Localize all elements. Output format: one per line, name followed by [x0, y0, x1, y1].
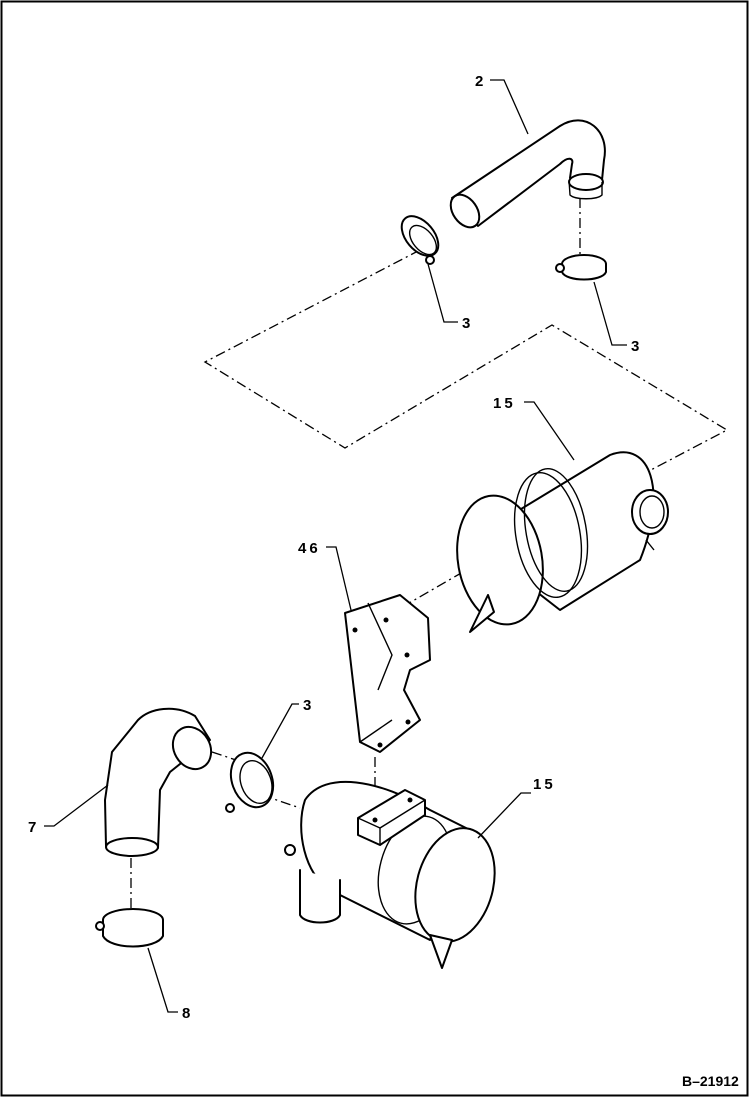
- callout-46: 46: [298, 540, 321, 557]
- hose-clamp-top-right: [555, 254, 607, 281]
- callout-8: 8: [182, 1005, 193, 1022]
- callout-7: 7: [28, 819, 39, 836]
- hose-clamp-bottom: [95, 908, 164, 948]
- air-cleaner-lower: [284, 780, 496, 969]
- assembly-lines: [130, 198, 729, 918]
- callout-3-top-left: 3: [462, 315, 473, 332]
- hose-clamp-top-left: [400, 215, 440, 265]
- intake-tube-upper: [449, 119, 606, 229]
- leader-lines: [44, 79, 627, 1013]
- mounting-bracket: [344, 594, 431, 753]
- air-cleaner-upper: [456, 451, 669, 633]
- callout-15-lower: 15: [533, 776, 556, 793]
- callout-2: 2: [475, 73, 486, 90]
- callout-15-upper: 15: [493, 395, 516, 412]
- callout-3-top-right: 3: [631, 338, 642, 355]
- figure-id: B–21912: [682, 1073, 739, 1089]
- hose-clamp-middle: [225, 751, 275, 813]
- elbow-tube: [104, 707, 213, 857]
- callout-3-middle: 3: [303, 697, 314, 714]
